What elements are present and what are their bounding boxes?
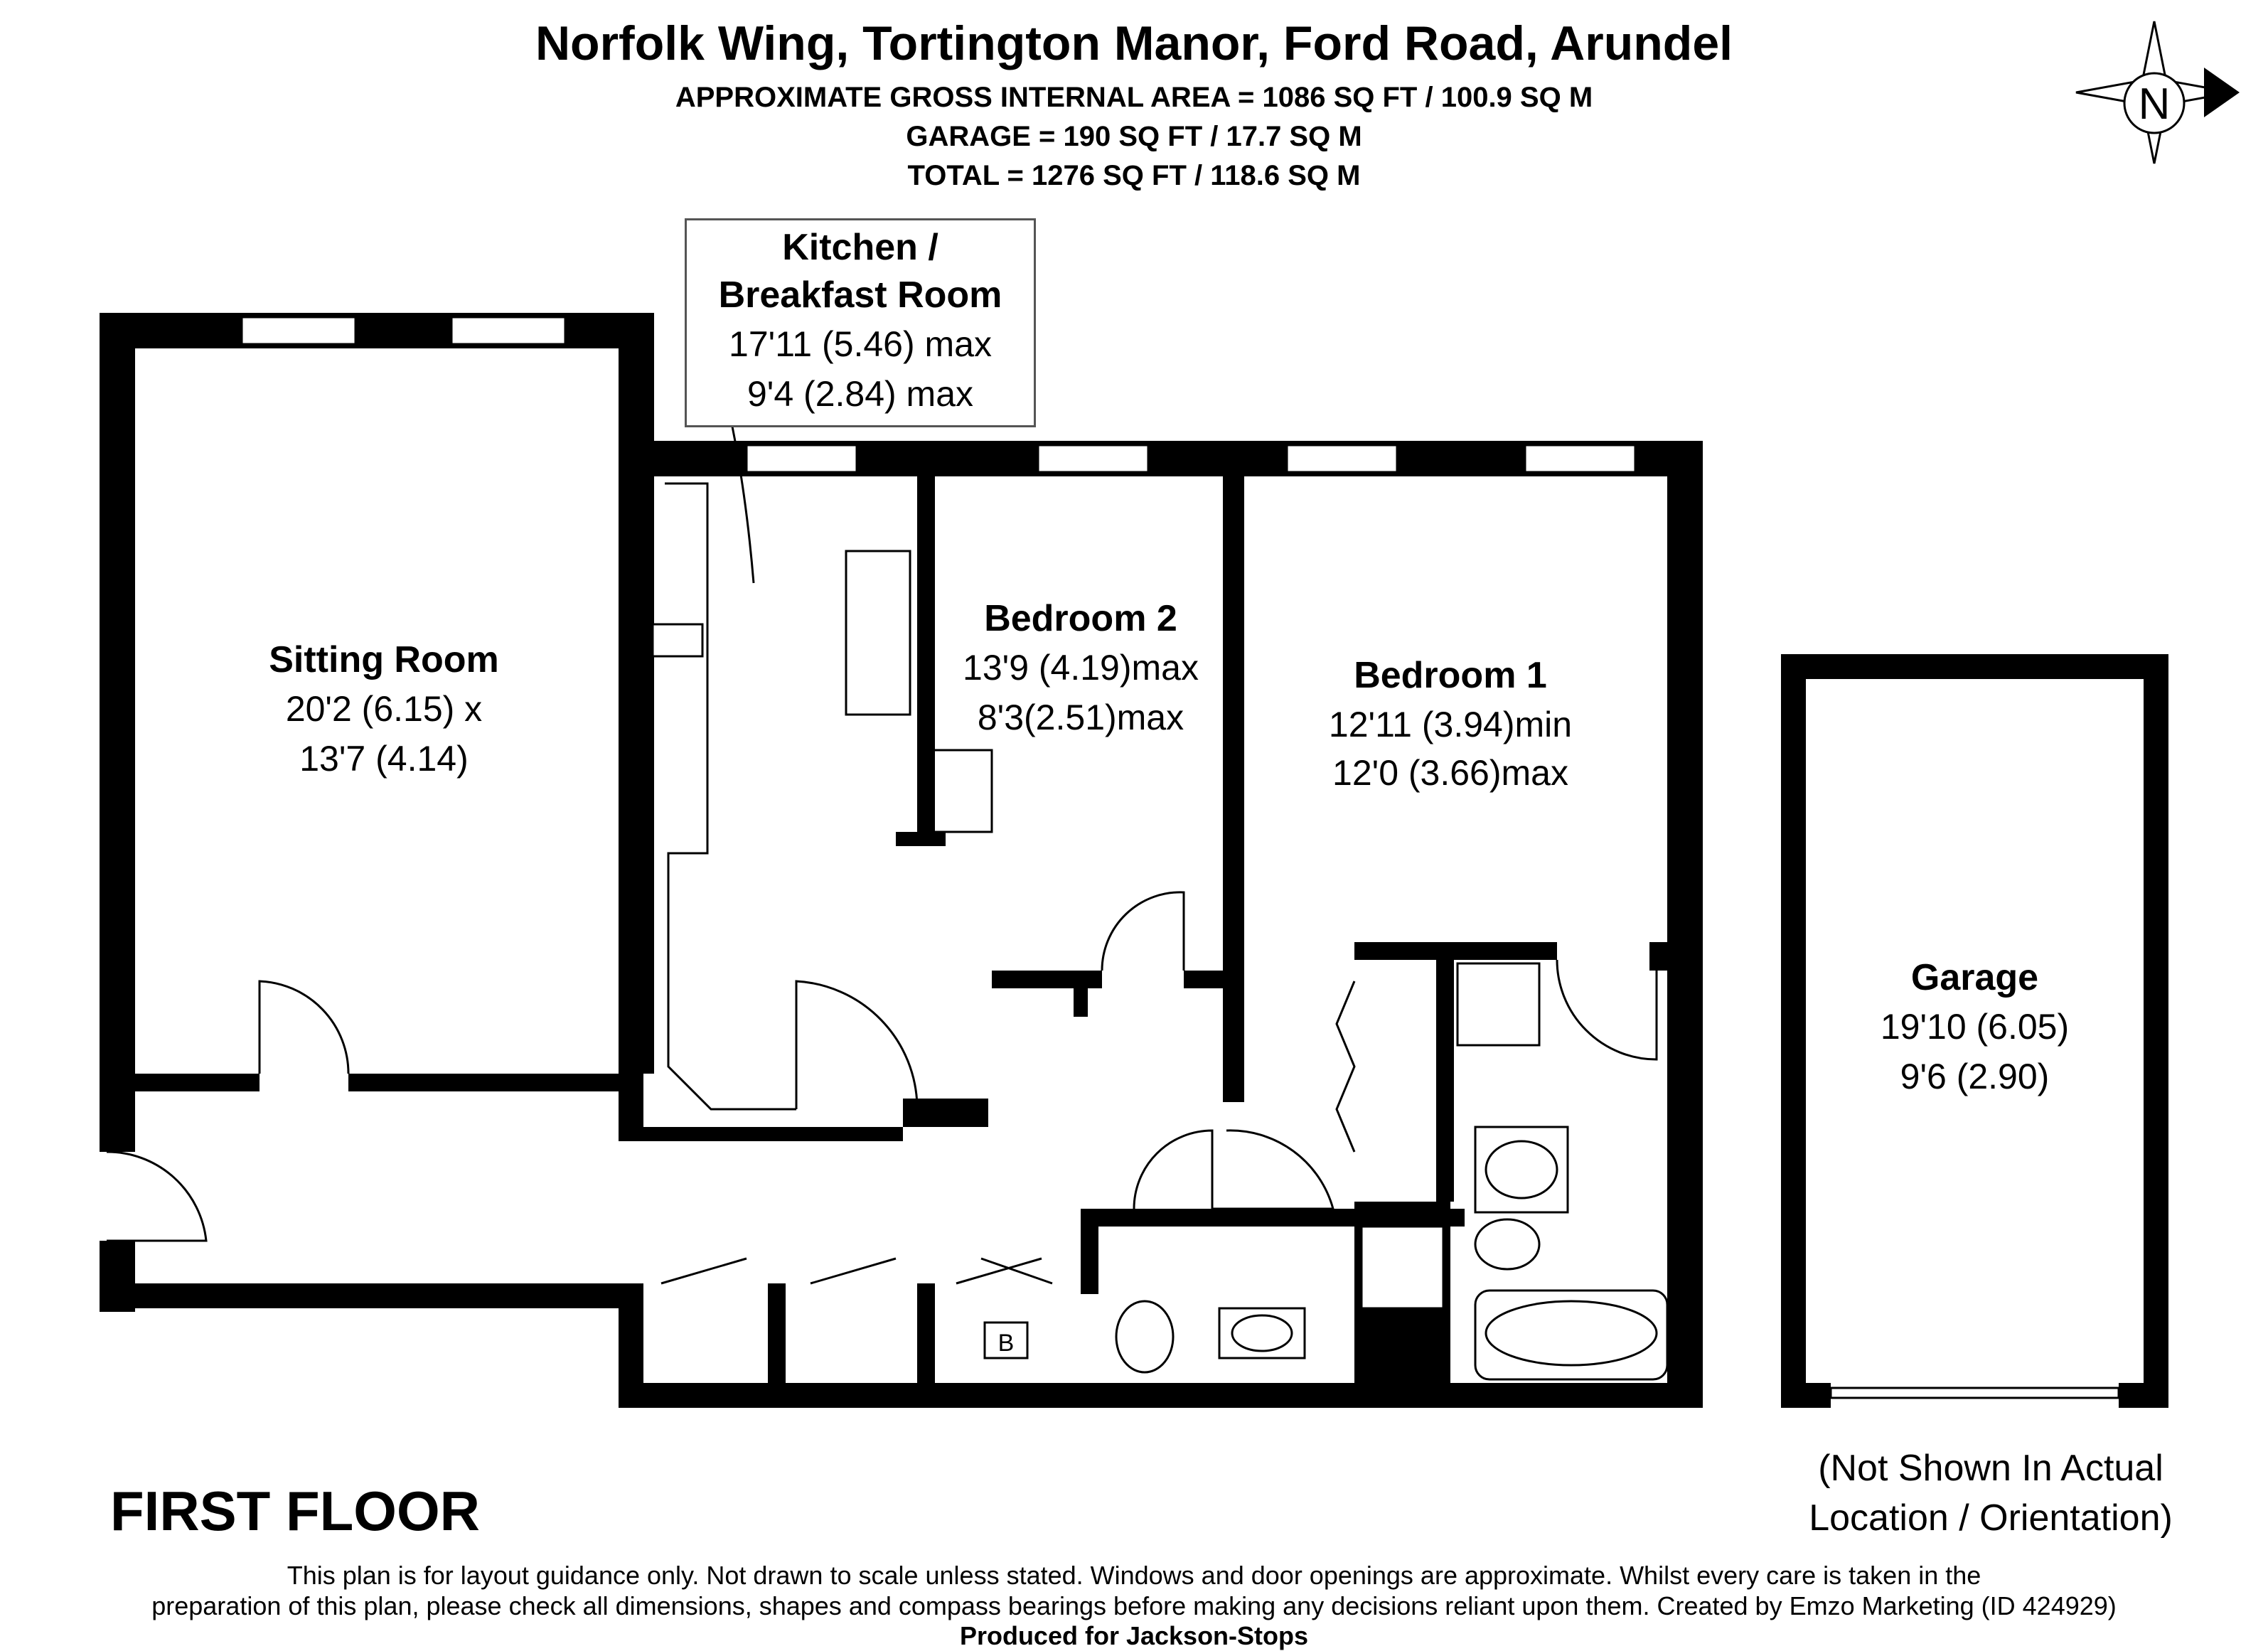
disclaimer-line2: preparation of this plan, please check a…: [151, 1591, 2117, 1620]
bedroom-2-dim2: 8'3(2.51)max: [977, 698, 1184, 737]
bedroom-2-walls: [917, 476, 1244, 1102]
kitchen-walls: [619, 426, 1703, 1141]
garage-note-line1: (Not Shown In Actual: [1818, 1448, 2163, 1489]
bedroom-1-walls: [1335, 476, 1703, 1408]
garage-walls: [1781, 654, 2168, 1408]
garage-note-line2: Location / Orientation): [1809, 1497, 2173, 1539]
north-arrow-icon: N: [2075, 21, 2240, 164]
kitchen-dim-line1: 17'11 (5.46) max: [729, 324, 992, 364]
bedroom-1-dim2: 12'0 (3.66)max: [1332, 753, 1568, 793]
boiler-label: B: [998, 1330, 1015, 1357]
gross-area-line: APPROXIMATE GROSS INTERNAL AREA = 1086 S…: [675, 82, 1593, 113]
garage-name: Garage: [1910, 957, 2039, 998]
garage-dim1: 19'10 (6.05): [1880, 1007, 2070, 1047]
hall-walls: [100, 1074, 1703, 1408]
kitchen-name-line2: Breakfast Room: [718, 274, 1002, 316]
disclaimer-credit: Produced for Jackson-Stops: [959, 1621, 1309, 1650]
kitchen-label-box: [685, 218, 1036, 427]
compass-letter: N: [2139, 80, 2171, 129]
bedroom-1-dim1: 12'11 (3.94)min: [1328, 705, 1573, 744]
bathroom-walls: [1081, 1126, 1669, 1383]
sitting-room-dim2: 13'7 (4.14): [299, 739, 469, 779]
disclaimer-line1: This plan is for layout guidance only. N…: [287, 1561, 1981, 1590]
cupboard-walls: B: [660, 1257, 1053, 1383]
bedroom-1-name: Bedroom 1: [1354, 655, 1547, 696]
bedroom-2-name: Bedroom 2: [984, 598, 1177, 639]
sitting-room-walls: [100, 313, 654, 1091]
bedroom-2-dim1: 13'9 (4.19)max: [963, 648, 1199, 688]
garage-area-line: GARAGE = 190 SQ FT / 17.7 SQ M: [906, 121, 1362, 152]
plan-title: Norfolk Wing, Tortington Manor, Ford Roa…: [535, 16, 1733, 70]
kitchen-name-line1: Kitchen /: [782, 227, 938, 268]
sitting-room-name: Sitting Room: [269, 639, 499, 680]
floor-label: FIRST FLOOR: [110, 1480, 480, 1542]
sitting-room-dim1: 20'2 (6.15) x: [285, 689, 483, 729]
total-area-line: TOTAL = 1276 SQ FT / 118.6 SQ M: [907, 160, 1361, 191]
kitchen-dim-line2: 9'4 (2.84) max: [747, 374, 974, 414]
garage-dim2: 9'6 (2.90): [1900, 1057, 2050, 1096]
